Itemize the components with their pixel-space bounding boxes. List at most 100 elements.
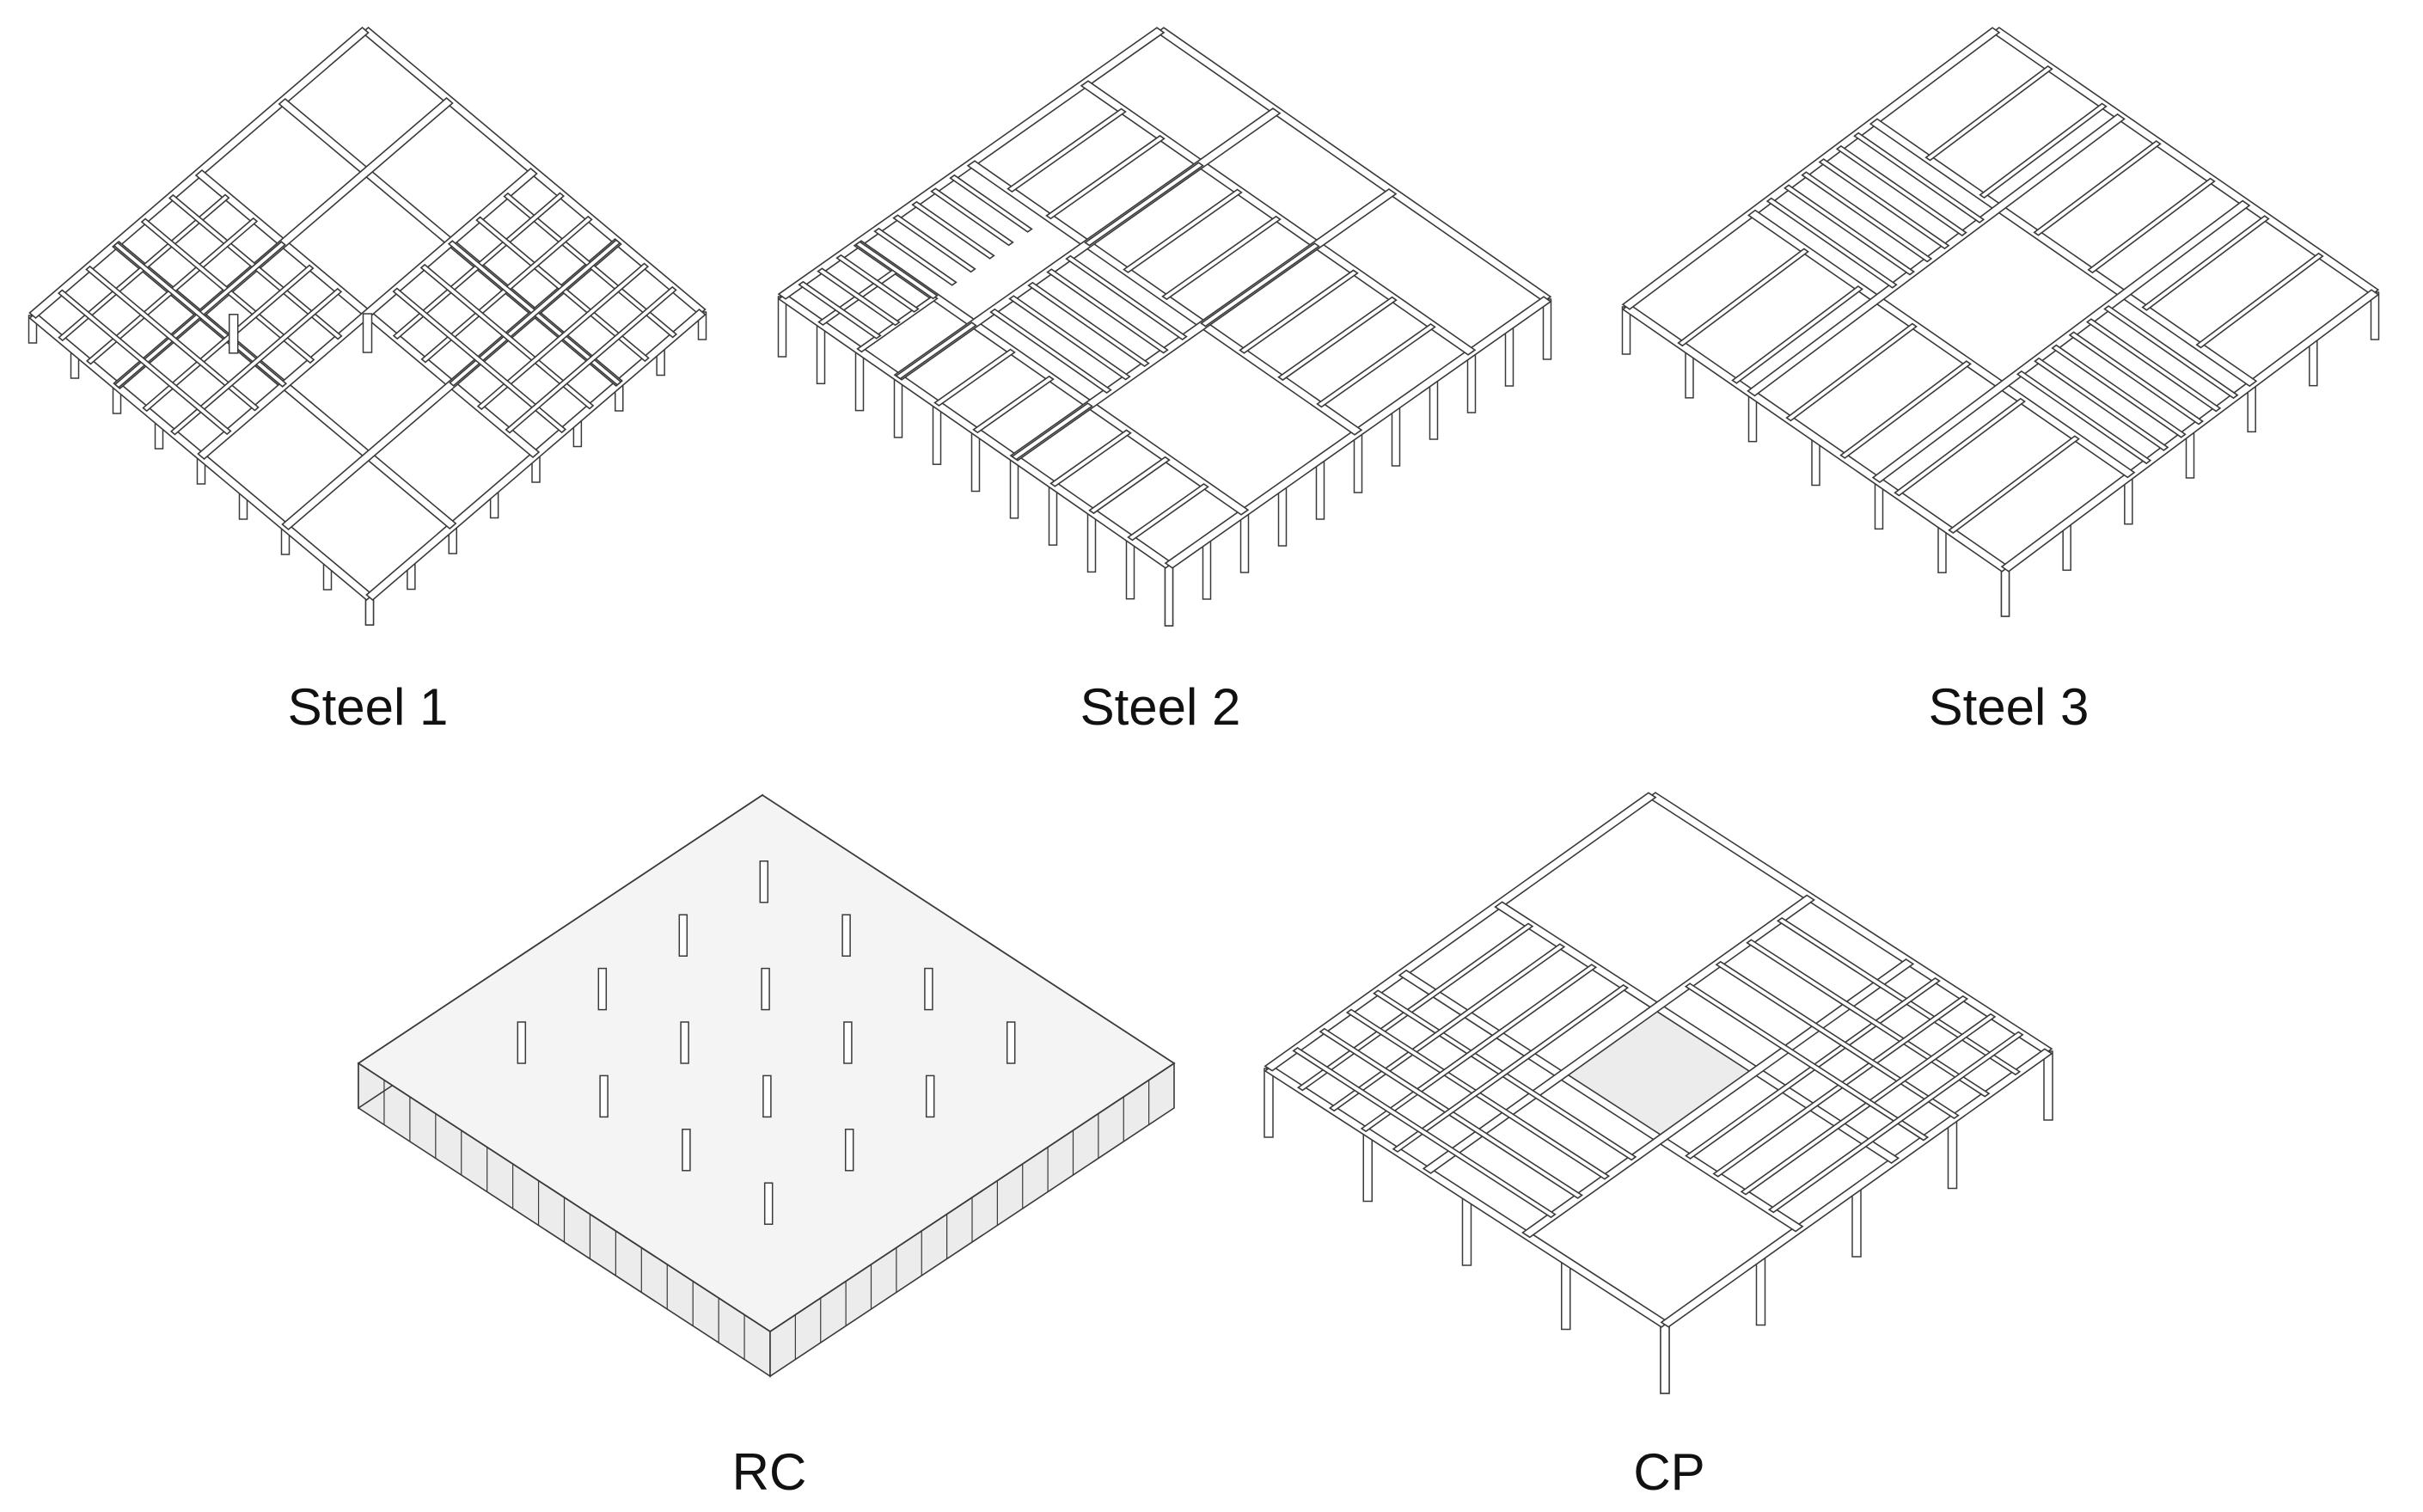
beam (1924, 64, 2053, 162)
beam (949, 174, 1033, 233)
beam (1088, 456, 1171, 515)
column (1164, 565, 1174, 627)
beam (972, 375, 1055, 434)
beam (2195, 252, 2324, 349)
beam (2000, 289, 2380, 572)
column (1461, 1196, 1472, 1266)
beam (1065, 254, 1188, 340)
steel-2-label: Steel 2 (1080, 678, 1241, 736)
beam (989, 308, 1112, 394)
column (1660, 1324, 1670, 1394)
column (1125, 537, 1135, 600)
column (597, 967, 608, 1011)
beam (1785, 322, 1918, 422)
beam (1765, 197, 1898, 289)
beam (1161, 215, 1282, 301)
beam (1008, 295, 1131, 381)
column (680, 1021, 689, 1064)
beam (57, 289, 232, 436)
beam (1839, 360, 1972, 459)
beam (1264, 792, 1657, 1072)
column (816, 322, 826, 385)
beam (798, 280, 882, 340)
beam (169, 287, 343, 436)
column (1391, 405, 1401, 467)
beam (1715, 960, 1960, 1120)
beam (1084, 162, 1204, 247)
beam (1776, 916, 2022, 1076)
beam (1360, 964, 1598, 1133)
column (854, 349, 865, 412)
beam (1871, 199, 2251, 484)
column (1429, 378, 1439, 440)
column (1277, 485, 1288, 547)
column (1542, 298, 1552, 360)
core-slab (1560, 1006, 1758, 1141)
column (759, 860, 769, 903)
column (841, 914, 851, 957)
column (1466, 352, 1477, 413)
beam (930, 187, 1014, 247)
beam (1784, 184, 1915, 276)
beam (85, 265, 260, 412)
beam (1277, 296, 1398, 382)
beam (1046, 268, 1169, 354)
beam (895, 321, 977, 380)
beam (2085, 318, 2222, 413)
beam (1127, 483, 1209, 542)
steel-1-isometric-frame (28, 26, 707, 626)
column (1947, 1118, 1958, 1190)
column (924, 967, 933, 1011)
column (761, 967, 770, 1011)
column (1362, 1131, 1373, 1203)
column (362, 313, 373, 353)
beam (1684, 982, 1930, 1142)
beam (1948, 435, 2080, 535)
column (1851, 1187, 1862, 1258)
beam (1801, 171, 1933, 263)
beam (392, 287, 567, 434)
steel-1-label: Steel 1 (287, 678, 449, 736)
slab-top (357, 793, 1176, 1333)
beam (1316, 323, 1436, 408)
beam (2016, 370, 2152, 465)
column (843, 1021, 853, 1064)
beam (476, 262, 650, 411)
column (1315, 458, 1325, 520)
column (777, 296, 787, 358)
beam (1747, 113, 2126, 397)
column (925, 1074, 935, 1118)
column (2000, 568, 2010, 617)
beam (1239, 269, 1359, 354)
column (893, 376, 903, 438)
column (364, 597, 375, 626)
column (1264, 1068, 1274, 1138)
beam (1677, 248, 1809, 347)
beam (1296, 922, 1534, 1092)
steel-2-isometric-frame (777, 27, 1552, 627)
beam (873, 227, 958, 286)
beam (1853, 132, 1986, 223)
cp-label: CP (1633, 1443, 1705, 1501)
beam (835, 254, 920, 313)
rc-label: RC (731, 1443, 807, 1501)
beam (1746, 939, 1991, 1098)
beam (892, 214, 976, 273)
beam (2068, 331, 2204, 425)
beam (1835, 144, 1967, 236)
beam (1200, 242, 1320, 327)
beam (1392, 983, 1630, 1153)
beam (1292, 1047, 1557, 1219)
beam (911, 200, 995, 260)
cp-isometric-frame (1264, 792, 2053, 1394)
column (932, 403, 942, 465)
beam (505, 285, 677, 434)
beam (1767, 1031, 2024, 1214)
beam (1731, 285, 1863, 384)
beam (1049, 429, 1132, 487)
beam (854, 241, 939, 300)
beam (1045, 134, 1166, 220)
column (1504, 325, 1514, 387)
beam (2034, 357, 2169, 451)
